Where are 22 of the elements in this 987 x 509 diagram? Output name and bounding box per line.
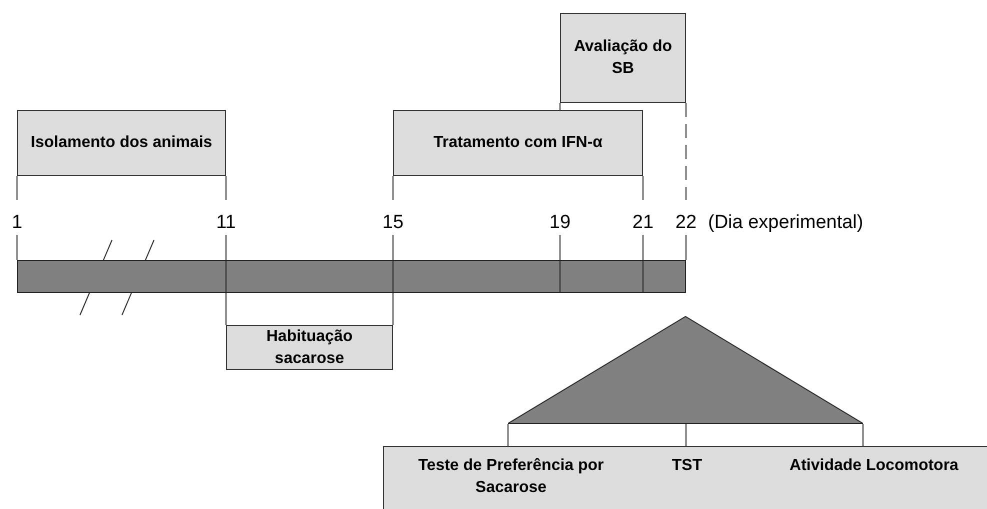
node-text: Atividade Locomotora <box>790 456 958 476</box>
node-text: Tratamento com IFN-α <box>434 133 602 153</box>
timeline-bar <box>17 260 686 293</box>
connector-line <box>862 424 864 446</box>
tick-label: 21 <box>632 212 654 234</box>
node-text: Habituação sacarose <box>265 326 354 368</box>
phase-box <box>560 13 686 103</box>
phase-box <box>17 110 226 176</box>
tick-label: 22 <box>675 212 697 234</box>
node-text: TST <box>672 456 702 476</box>
phase-box <box>226 325 393 370</box>
node-text: Avaliação do SB <box>572 37 674 79</box>
tick-label: 19 <box>549 212 571 234</box>
phase-box <box>393 110 643 176</box>
node-text: Teste de Preferência por Sacarose <box>417 456 605 498</box>
tick-label: 11 <box>216 212 236 234</box>
tick-label: 15 <box>382 212 404 234</box>
tick-label: 1 <box>12 212 22 234</box>
node-text: Isolamento dos animais <box>30 133 212 153</box>
triangle-shape <box>508 316 863 424</box>
tests-band <box>383 446 987 509</box>
axis-label: (Dia experimental) <box>708 212 864 234</box>
